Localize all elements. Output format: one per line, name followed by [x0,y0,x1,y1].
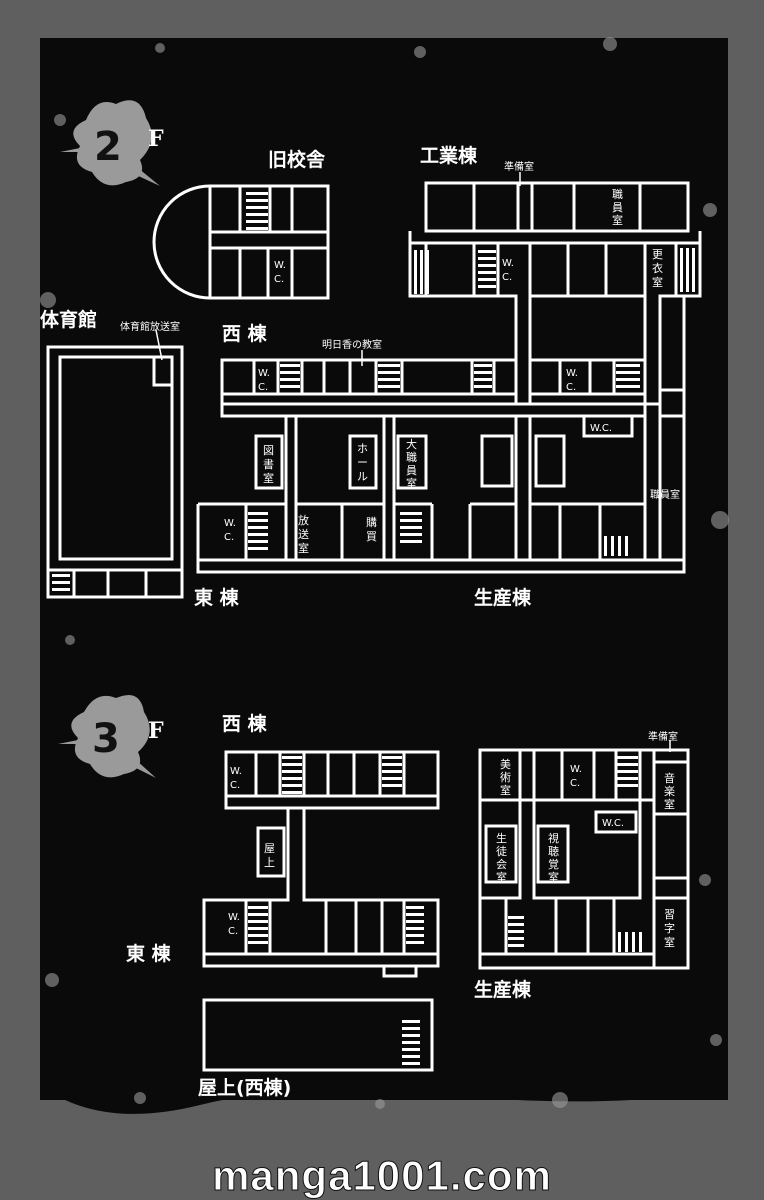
room-bigstaff-v2: 職 [406,451,417,464]
room-bigstaff-v4: 室 [406,476,417,490]
wc-prod-2: W.C. [590,423,612,434]
room-staff-v1: 職 [612,188,623,201]
production-3f-outline [478,748,690,970]
room-library-v2: 書 [263,457,274,471]
wc-east3-v2: C. [228,926,238,937]
room-prep-2f: 準備室 [504,160,534,173]
wc-west3-v1: W. [230,766,242,777]
room-av-v3: 覚 [548,858,559,871]
room-shop-v2: 買 [366,530,377,543]
floor-2-letter: F [148,126,164,152]
room-changing-v1: 更 [652,248,663,261]
wc-prod-v2: C. [566,382,576,393]
wc-prod-v1: W. [566,368,578,379]
wc-west3-v2: C. [230,780,240,791]
floor-2-number: 2 [94,124,122,170]
gym-outline [46,345,184,599]
room-art-v1: 美 [500,758,511,771]
room-gym-broadcast: 体育館放送室 [120,320,180,333]
wc-east3-v1: W. [228,912,240,923]
wc-old-v1: W. [274,260,286,271]
room-art-v2: 術 [500,771,511,784]
room-music-v1: 音 [664,771,675,785]
wc-east-v1: W. [224,518,236,529]
label-production-3f: 生産棟 [474,978,532,1001]
wc-west-v2: C. [258,382,268,393]
room-rooftop-v2: 上 [264,856,275,869]
label-rooftop-west: 屋上(西棟) [198,1076,291,1099]
room-student-v1: 生 [496,831,507,845]
room-bigstaff-v1: 大 [406,437,417,451]
room-calligraphy-v1: 習 [664,908,675,921]
floor-2-badge: 2 F [60,100,164,186]
room-av-v4: 室 [548,870,559,884]
room-av-v1: 視 [548,831,559,845]
room-av-v2: 聴 [548,845,559,858]
room-staff-east: 職員室 [650,488,680,501]
floor-3-letter: F [148,718,164,744]
main-block-outline [196,296,686,574]
room-staff-v3: 室 [612,213,623,227]
room-prep-3f: 準備室 [648,730,678,743]
room-hall-v1: ホ [357,442,368,455]
wc-industry-v1: W. [502,258,514,269]
west-3f-outline [202,750,440,978]
room-calligraphy-v3: 室 [664,935,675,949]
label-east-3f: 東 棟 [126,942,172,965]
room-music-v2: 楽 [664,785,675,798]
wc-industry-v2: C. [502,272,512,283]
wc-old-v2: C. [274,274,284,285]
room-hall-v2: ー [357,456,368,469]
room-staff-v2: 員 [612,201,623,214]
room-library-v1: 図 [263,444,274,457]
rooftop-west-outline [202,998,434,1072]
room-bigstaff-v3: 員 [406,464,417,477]
room-student-v3: 会 [496,858,507,871]
label-old-school: 旧校舎 [268,148,326,171]
room-library-v3: 室 [263,471,274,485]
floor-3-badge: 3 F [58,695,164,778]
site-watermark: manga1001.com [212,1152,552,1200]
room-shop-v1: 購 [366,515,377,529]
room-student-v2: 徒 [496,844,507,858]
room-student-v4: 室 [496,870,507,884]
wc-east-v2: C. [224,532,234,543]
room-changing-v2: 衣 [652,261,663,275]
room-asuka-classroom: 明日香の教室 [322,338,382,351]
floor-3-number: 3 [92,716,120,762]
label-west-2f: 西 棟 [222,322,268,345]
wc-west-v1: W. [258,368,270,379]
label-west-3f: 西 棟 [222,712,268,735]
old-school-outline [152,184,330,300]
label-east-2f: 東 棟 [194,586,240,609]
room-broadcast-v2: 送 [298,527,309,541]
room-changing-v3: 室 [652,275,663,289]
room-broadcast-v1: 放 [298,513,309,527]
label-industry: 工業棟 [420,144,478,167]
room-calligraphy-v2: 字 [664,921,675,935]
room-music-v3: 室 [664,797,675,811]
room-rooftop-v1: 屋 [264,842,275,855]
stairs [52,192,695,1065]
wc-prod3-2: W.C. [602,818,624,829]
wc-prod3-v2: C. [570,778,580,789]
room-hall-v3: ル [357,470,368,483]
room-broadcast-v3: 室 [298,541,309,555]
industry-outline [408,181,702,406]
label-gym: 体育館 [40,308,97,331]
room-art-v3: 室 [500,783,511,797]
wc-prod3-v1: W. [570,764,582,775]
label-production-2f: 生産棟 [474,586,532,609]
